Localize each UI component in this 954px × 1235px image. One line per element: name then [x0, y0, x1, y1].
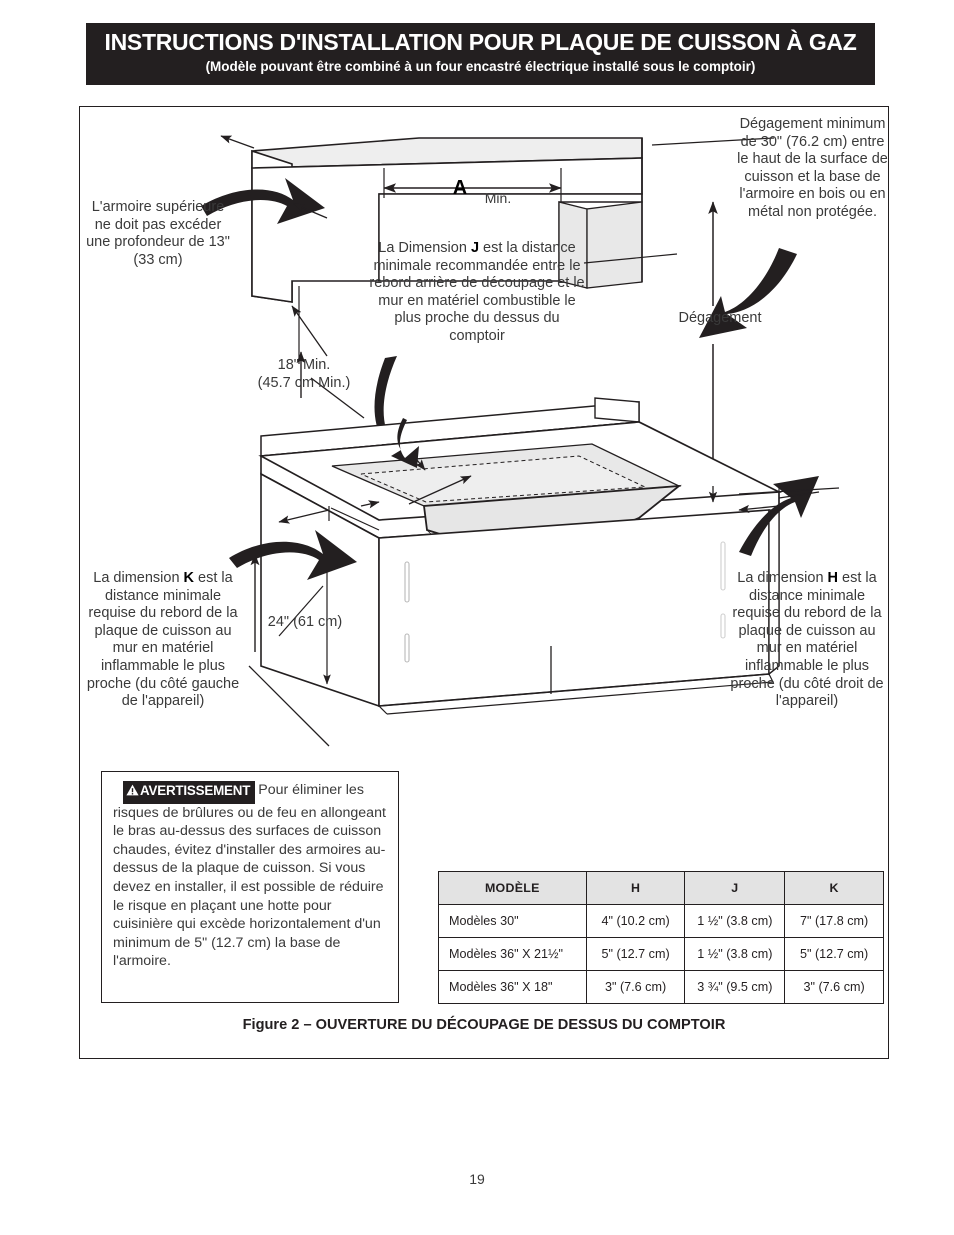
cell-model: Modèles 36" X 21½" — [438, 937, 587, 971]
callout-j-post: est la distance minimale recommandée ent… — [369, 240, 585, 344]
callout-dimension-a: A — [452, 177, 468, 199]
callout-h-letter: H — [827, 570, 839, 586]
warning-badge: AVERTISSEMENT — [123, 781, 256, 804]
callout-clearance-30: Dégagement minimum de 30" (76.2 cm) entr… — [737, 116, 888, 220]
callout-k-pre: La dimension — [93, 570, 184, 586]
cell-model: Modèles 30" — [438, 904, 587, 938]
cell-j: 3 ¾" (9.5 cm) — [684, 970, 786, 1004]
callout-upper-cabinet-depth: L'armoire supérieure ne doit pas excéder… — [86, 199, 230, 268]
model-dimensions-table: MODÈLE H J K Modèles 30" 4" (10.2 cm) 1 … — [438, 871, 884, 1004]
table-row: Modèles 30" 4" (10.2 cm) 1 ½" (3.8 cm) 7… — [438, 904, 884, 938]
page-title: INSTRUCTIONS D'INSTALLATION POUR PLAQUE … — [104, 29, 857, 55]
column-header-k: K — [784, 871, 884, 905]
cell-k: 3" (7.6 cm) — [784, 970, 884, 1004]
table-header-row: MODÈLE H J K — [438, 871, 884, 905]
callout-k-letter: K — [183, 570, 195, 586]
callout-dimension-a-sub: Min. — [484, 190, 512, 206]
callout-min-18-line2: (45.7 cm Min.) — [257, 375, 351, 391]
cell-h: 3" (7.6 cm) — [585, 970, 686, 1004]
cell-k: 5" (12.7 cm) — [784, 937, 884, 971]
callout-j-letter: J — [470, 240, 480, 256]
cell-h: 5" (12.7 cm) — [585, 937, 686, 971]
column-header-h: H — [585, 871, 686, 905]
cell-j: 1 ½" (3.8 cm) — [684, 937, 786, 971]
cell-h: 4" (10.2 cm) — [585, 904, 686, 938]
figure-caption: Figure 2 – OUVERTURE DU DÉCOUPAGE DE DES… — [242, 1017, 726, 1033]
page-number: 19 — [469, 1171, 485, 1187]
table-row: Modèles 36" X 21½" 5" (12.7 cm) 1 ½" (3.… — [438, 937, 884, 971]
table-row: Modèles 36" X 18" 3" (7.6 cm) 3 ¾" (9.5 … — [438, 970, 884, 1004]
callout-clearance-label: Dégagement — [678, 310, 762, 326]
callout-h-pre: La dimension — [737, 570, 828, 586]
callout-h-post: est la distance minimale requise du rebo… — [730, 570, 884, 710]
callout-dimension-k: La dimension K est la distance minimale … — [83, 570, 243, 711]
callout-min-18-line1: 18" Min. — [277, 357, 331, 373]
column-header-j: J — [684, 871, 786, 905]
callout-k-post: est la distance minimale requise du rebo… — [86, 570, 240, 710]
callout-j-pre: La Dimension — [378, 240, 471, 256]
cell-k: 7" (17.8 cm) — [784, 904, 884, 938]
column-header-model: MODÈLE — [438, 871, 587, 905]
header-banner: INSTRUCTIONS D'INSTALLATION POUR PLAQUE … — [86, 23, 875, 85]
cell-j: 1 ½" (3.8 cm) — [684, 904, 786, 938]
warning-body: Pour éliminer les risques de brûlures ou… — [113, 782, 386, 970]
cell-model: Modèles 36" X 18" — [438, 970, 587, 1004]
warning-triangle-icon — [126, 783, 139, 802]
callout-depth-24: 24" (61 cm) — [267, 614, 343, 630]
callout-dimension-h: La dimension H est la distance minimale … — [726, 570, 888, 711]
callout-dimension-j: La Dimension J est la distance minimale … — [369, 240, 585, 346]
figure-frame — [79, 106, 889, 1059]
warning-badge-label: AVERTISSEMENT — [140, 783, 251, 798]
page-subtitle: (Modèle pouvant être combiné à un four e… — [205, 59, 756, 74]
